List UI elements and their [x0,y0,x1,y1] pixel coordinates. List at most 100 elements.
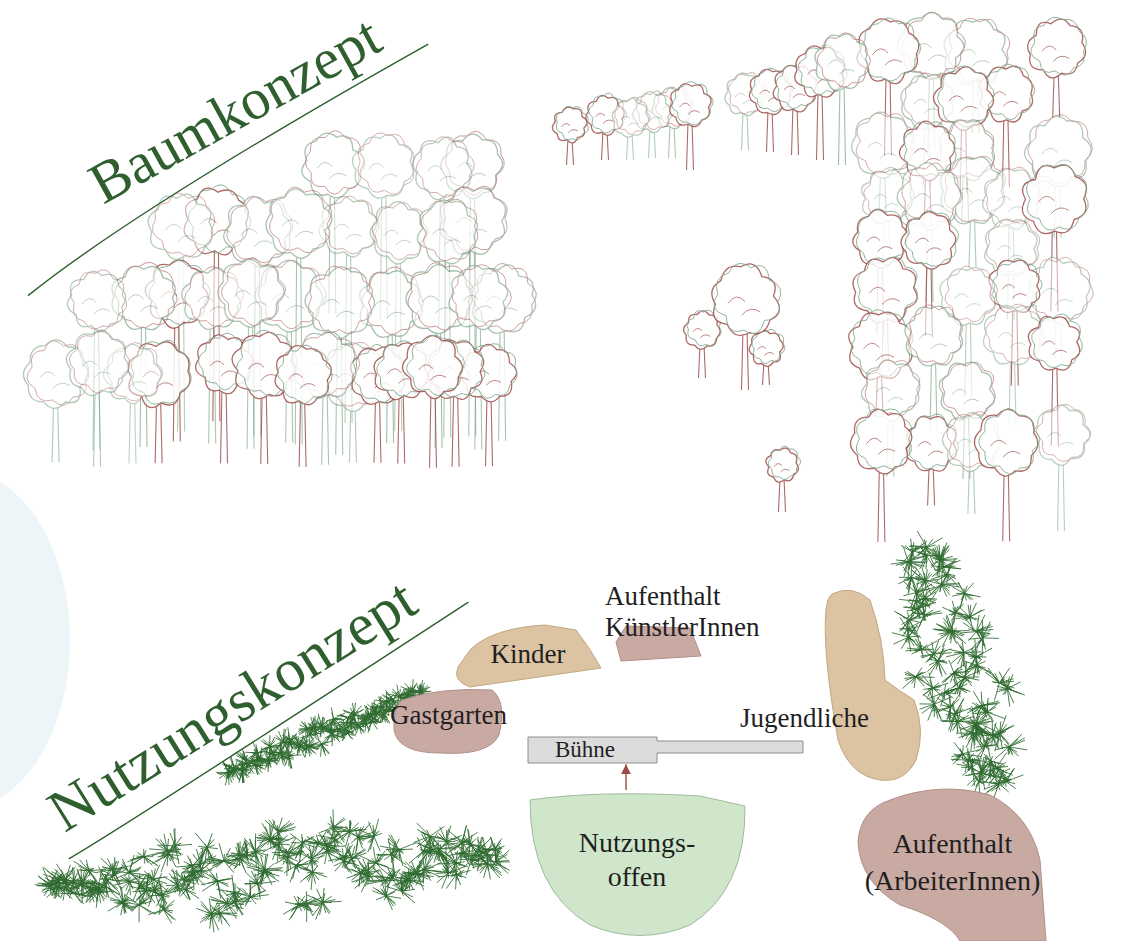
tree-crown-hatch [248,363,278,380]
tree-crown-shade [277,345,332,404]
tree-trunk [1051,364,1058,445]
tree-trunk [1002,116,1009,188]
tree-crown [66,331,128,395]
tree [939,362,995,479]
tree-crown [899,121,954,181]
tree-trunk [1053,71,1060,117]
tree [985,219,1040,320]
tree-crown-shade [377,341,432,397]
tree-crown-shade [188,185,251,253]
tree-crown-shade [909,305,963,364]
tree-trunk [887,412,894,476]
tree-crown-hatch [463,295,491,311]
tree-trunk [486,395,493,467]
tree-crown-hatch [364,373,391,388]
tree-crown [815,34,868,91]
tree-crown-hatch [128,295,158,312]
tree-crown-hatch [317,162,346,178]
tree-trunk [345,250,352,424]
tree [275,345,332,467]
tree-crown-shade [358,133,415,194]
tree [1033,404,1091,531]
tree-trunk [475,322,482,450]
tree-crown [266,189,332,258]
tree-trunk [972,78,979,134]
tree-crown [852,112,914,178]
tree [652,87,693,158]
tree-trunk [439,192,446,328]
tree-trunk [669,123,676,158]
tree-trunk [155,400,162,464]
tree-crown [586,95,624,135]
tree-crown-hatch [418,365,446,381]
tree-trunk [567,139,574,165]
tree-crown [652,88,691,129]
tree [441,131,504,320]
tree-crown [360,271,423,338]
tree-crown-shade [1028,115,1093,184]
tree [321,342,386,462]
tree-crown-hatch [874,194,898,208]
tree [1028,314,1082,446]
tree-crown [255,260,323,332]
tree [933,66,994,193]
tree-crown-hatch [914,194,943,210]
worker-zone: Aufenthalt (ArbeiterInnen) [855,785,1053,941]
tree-trunk [435,325,442,448]
tree-crown-hatch [693,328,710,338]
tree [749,68,792,152]
tree-crown-shade [986,219,1039,273]
tree-crown [232,332,295,398]
tree-crown-hatch [663,106,681,116]
zone-label: Aufenthalt KünstlerInnen [605,581,803,642]
tree-crown [853,258,917,323]
tree-crown-shade [856,209,909,265]
tree-crown-hatch [735,93,754,104]
tree-crown [684,311,721,349]
zone-shape [528,737,803,763]
tree-trunk [1008,222,1015,300]
tree-crown [461,344,516,401]
tree-crown [901,212,956,269]
tree-crown [937,120,994,181]
tree [218,258,285,449]
tree-crown-shade [856,409,911,469]
background-blob [0,470,70,810]
tree-trunk [247,319,254,449]
tree-crown [989,260,1040,312]
tree-crown-shade [269,187,331,253]
tree-crown-hatch [621,116,638,126]
tree [23,340,88,462]
tree [293,332,360,465]
tree-crown-shade [474,264,537,332]
tree-crown-shade [905,211,958,267]
tree-crown [112,266,175,330]
tree-crown [182,268,241,329]
tree-trunk [876,372,883,415]
tree-trunk [965,318,972,397]
tree-crown [148,194,213,259]
tree-crown-hatch [760,90,780,101]
tree-crown [983,305,1041,364]
children-zone: Kinder [452,620,607,692]
tree-trunk [627,132,634,160]
tree-crown-hatch [914,148,940,163]
tree-crown [897,163,961,230]
tree-crown-hatch [993,92,1019,107]
tree-crown [370,202,426,264]
tree [145,260,210,442]
tree-crown-shade [615,97,651,134]
zone-shape [530,794,745,936]
tree-crown-hatch [869,287,899,304]
tree-crown [302,133,364,198]
tree-crown-hatch [442,367,469,382]
tree [906,414,959,506]
tree-crown [321,343,386,412]
tree [983,167,1041,300]
tree-trunk [329,190,336,315]
tree [148,193,215,431]
tree [1027,257,1093,359]
tree-crown-hatch [829,60,855,75]
tree-crown-hatch [643,110,661,120]
tree-crown-shade [864,167,914,221]
